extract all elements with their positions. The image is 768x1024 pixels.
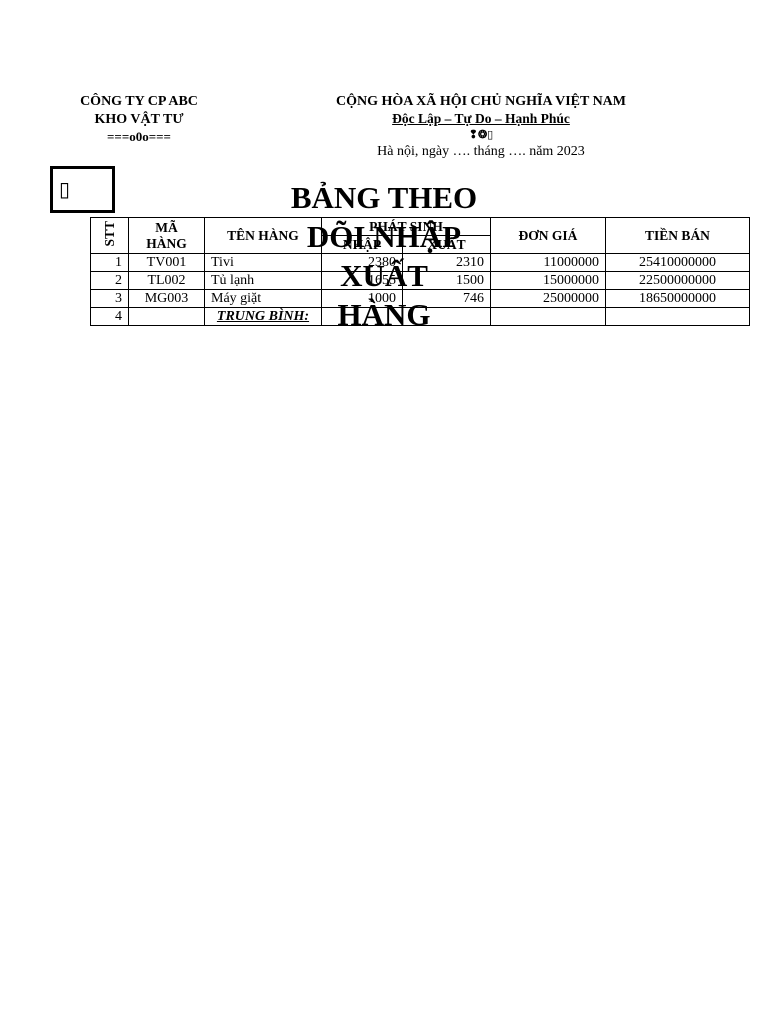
header-tien-ban: TIỀN BÁN — [605, 217, 750, 254]
table-row-average: 4 TRUNG BÌNH: — [90, 307, 750, 326]
ornament-icon: ❢❂▯ — [468, 129, 494, 141]
cell-nhap: 2380 — [321, 253, 403, 272]
cell-stt: 4 — [90, 307, 129, 326]
table-row: 1 TV001 Tivi 2380 2310 11000000 25410000… — [90, 253, 750, 272]
cell-don-gia: 15000000 — [490, 271, 606, 290]
cell-don-gia: 11000000 — [490, 253, 606, 272]
cell-don-gia — [490, 307, 606, 326]
cell-average-label: TRUNG BÌNH: — [204, 307, 322, 326]
cell-tien-ban: 18650000000 — [605, 289, 750, 308]
cell-don-gia: 25000000 — [490, 289, 606, 308]
header-don-gia: ĐƠN GIÁ — [490, 217, 606, 254]
cell-ma-hang: MG003 — [128, 289, 205, 308]
cell-tien-ban: 22500000000 — [605, 271, 750, 290]
company-header: CÔNG TY CP ABC KHO VẬT TƯ ===o0o=== — [60, 93, 218, 145]
unit-name: KHO VẬT TƯ — [94, 112, 184, 127]
divider-text: ===o0o=== — [107, 129, 171, 144]
cell-stt: 3 — [90, 289, 129, 308]
inventory-table: STT MÃ HÀNG TÊN HÀNG PHÁT SINH ĐƠN GIÁ T… — [90, 217, 750, 326]
cell-ma-hang: TV001 — [128, 253, 205, 272]
nation-header: CỘNG HÒA XÃ HỘI CHỦ NGHĨA VIỆT NAM Độc L… — [300, 93, 662, 161]
table-row: 3 MG003 Máy giặt 1000 746 25000000 18650… — [90, 289, 750, 308]
cell-tien-ban — [605, 307, 750, 326]
cell-ma-hang — [128, 307, 205, 326]
cell-xuat: 2310 — [402, 253, 491, 272]
company-name: CÔNG TY CP ABC — [80, 94, 198, 109]
nation-name: CỘNG HÒA XÃ HỘI CHỦ NGHĨA VIỆT NAM — [335, 94, 626, 109]
stamp-box-icon: ▯ — [50, 166, 115, 213]
cell-tien-ban: 25410000000 — [605, 253, 750, 272]
date-line: Hà nội, ngày …. tháng …. năm 2023 — [377, 144, 585, 159]
header-ma-hang: MÃ HÀNG — [128, 217, 205, 254]
cell-stt: 2 — [90, 271, 129, 290]
table-subheader-row: NHẬP XUẤT — [91, 235, 750, 254]
header-nhap: NHẬP — [321, 235, 403, 254]
cell-ten-hang: Máy giặt — [204, 289, 322, 308]
document-title: BẢNG THEO DÕI NHẬP XUẤT HÀNG — [290, 180, 478, 332]
motto: Độc Lập – Tự Do – Hạnh Phúc — [392, 111, 570, 126]
cell-ma-hang: TL002 — [128, 271, 205, 290]
header-phat-sinh: PHÁT SINH — [321, 217, 491, 236]
cell-ten-hang: Tivi — [204, 253, 322, 272]
header-stt: STT — [90, 217, 129, 254]
cell-stt: 1 — [90, 253, 129, 272]
